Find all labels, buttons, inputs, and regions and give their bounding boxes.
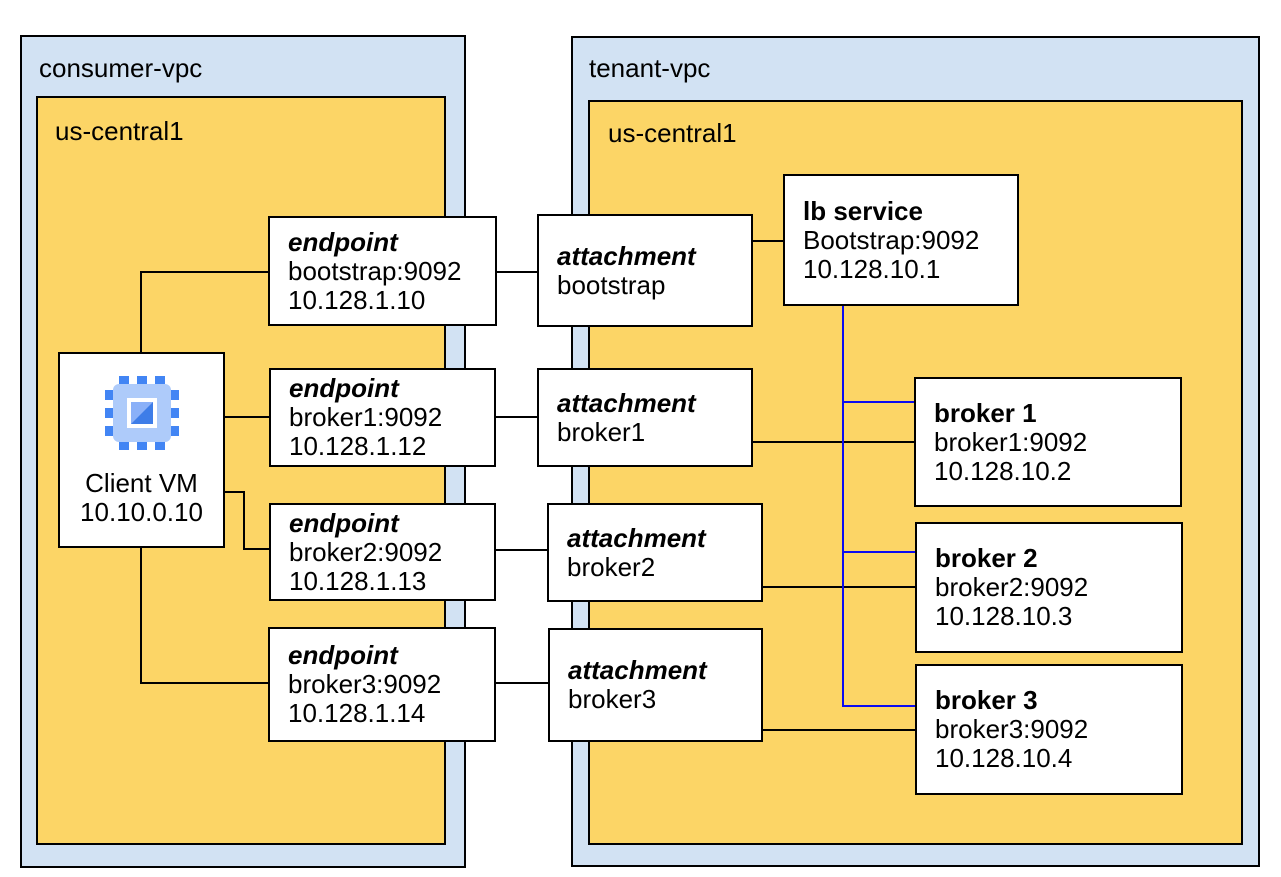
tenant-vpc-label: tenant-vpc bbox=[589, 53, 711, 83]
endpoint-bootstrap-title: endpoint bbox=[288, 226, 398, 257]
endpoint-bootstrap-ip: 10.128.1.10 bbox=[288, 284, 426, 315]
endpoint-broker2-service: broker2:9092 bbox=[289, 536, 443, 567]
connector-clientvm-endpoint-broker3-horizontal bbox=[140, 682, 268, 684]
endpoint-broker2-node: endpoint broker2:9092 10.128.1.13 bbox=[269, 503, 496, 601]
attachment-broker2-title: attachment bbox=[567, 522, 706, 553]
attachment-bootstrap-node: attachment bootstrap bbox=[537, 214, 753, 327]
lb-service-service: Bootstrap:9092 bbox=[803, 224, 980, 255]
endpoint-bootstrap-service: bootstrap:9092 bbox=[288, 255, 462, 286]
tenant-region-label: us-central1 bbox=[608, 118, 737, 148]
broker-2-service: broker2:9092 bbox=[935, 572, 1089, 602]
broker-3-title: broker 3 bbox=[935, 685, 1038, 715]
connector-attachment-broker1 bbox=[753, 441, 914, 443]
broker-1-node: broker 1 broker1:9092 10.128.10.2 bbox=[914, 377, 1182, 507]
connector-clientvm-endpoint-bootstrap-horizontal bbox=[140, 271, 268, 273]
client-vm-ip: 10.10.0.10 bbox=[80, 497, 203, 527]
attachment-broker1-node: attachment broker1 bbox=[537, 368, 753, 467]
connector-endpoint-attachment-broker1 bbox=[496, 416, 537, 418]
attachment-broker1-name: broker1 bbox=[557, 416, 646, 447]
lb-service-ip: 10.128.10.1 bbox=[803, 253, 941, 284]
consumer-vpc-label: consumer-vpc bbox=[39, 53, 203, 83]
attachment-broker3-node: attachment broker3 bbox=[548, 628, 763, 742]
attachment-broker3-title: attachment bbox=[568, 655, 707, 685]
broker-1-service: broker1:9092 bbox=[934, 426, 1088, 457]
connector-endpoint-attachment-broker2 bbox=[496, 549, 547, 551]
broker-2-ip: 10.128.10.3 bbox=[935, 601, 1073, 631]
broker-3-node: broker 3 broker3:9092 10.128.10.4 bbox=[915, 664, 1183, 795]
attachment-broker1-title: attachment bbox=[557, 387, 696, 418]
lb-distribution-branch-broker3 bbox=[842, 705, 915, 707]
connector-clientvm-endpoint-broker2-h1 bbox=[225, 491, 245, 493]
client-vm-name: Client VM bbox=[85, 468, 198, 498]
attachment-broker2-name: broker2 bbox=[567, 551, 656, 582]
connector-attachment-broker3 bbox=[763, 729, 915, 731]
endpoint-broker3-service: broker3:9092 bbox=[288, 669, 442, 699]
connector-attachment-lbservice bbox=[753, 240, 783, 242]
endpoint-broker3-node: endpoint broker3:9092 10.128.1.14 bbox=[268, 627, 496, 742]
endpoint-bootstrap-node: endpoint bootstrap:9092 10.128.1.10 bbox=[268, 216, 497, 326]
connector-clientvm-endpoint-broker1 bbox=[225, 416, 269, 418]
endpoint-broker1-title: endpoint bbox=[289, 373, 399, 403]
attachment-bootstrap-title: attachment bbox=[557, 240, 696, 271]
connector-endpoint-attachment-bootstrap bbox=[497, 271, 537, 273]
broker-1-title: broker 1 bbox=[934, 397, 1037, 428]
endpoint-broker1-ip: 10.128.1.12 bbox=[289, 431, 427, 461]
endpoint-broker3-ip: 10.128.1.14 bbox=[288, 698, 426, 728]
attachment-bootstrap-name: bootstrap bbox=[557, 269, 666, 300]
broker-2-node: broker 2 broker2:9092 10.128.10.3 bbox=[915, 522, 1183, 653]
broker-3-service: broker3:9092 bbox=[935, 714, 1089, 744]
endpoint-broker2-ip: 10.128.1.13 bbox=[289, 565, 427, 596]
connector-clientvm-endpoint-bootstrap-vertical bbox=[140, 271, 142, 352]
lb-distribution-trunk-line bbox=[842, 306, 844, 707]
client-vm-node: Client VM 10.10.0.10 bbox=[58, 352, 225, 548]
broker-2-title: broker 2 bbox=[935, 543, 1038, 573]
lb-distribution-branch-broker1 bbox=[842, 401, 914, 403]
endpoint-broker2-title: endpoint bbox=[289, 507, 399, 538]
broker-3-ip: 10.128.10.4 bbox=[935, 743, 1073, 773]
connector-endpoint-attachment-broker3 bbox=[496, 682, 548, 684]
broker-1-ip: 10.128.10.2 bbox=[934, 455, 1072, 486]
attachment-broker2-node: attachment broker2 bbox=[547, 503, 763, 602]
endpoint-broker3-title: endpoint bbox=[288, 640, 398, 670]
endpoint-broker1-node: endpoint broker1:9092 10.128.1.12 bbox=[269, 368, 496, 467]
cpu-chip-icon bbox=[104, 376, 179, 450]
connector-clientvm-endpoint-broker2-vertical bbox=[243, 491, 245, 550]
connector-attachment-broker2 bbox=[763, 586, 915, 588]
consumer-region-label: us-central1 bbox=[55, 116, 184, 146]
lb-service-title: lb service bbox=[803, 195, 923, 226]
connector-clientvm-endpoint-broker2-h2 bbox=[243, 548, 269, 550]
attachment-broker3-name: broker3 bbox=[568, 684, 657, 714]
connector-clientvm-endpoint-broker3-vertical bbox=[140, 548, 142, 684]
lb-distribution-branch-broker2 bbox=[842, 551, 915, 553]
endpoint-broker1-service: broker1:9092 bbox=[289, 402, 443, 432]
lb-service-node: lb service Bootstrap:9092 10.128.10.1 bbox=[783, 174, 1019, 306]
